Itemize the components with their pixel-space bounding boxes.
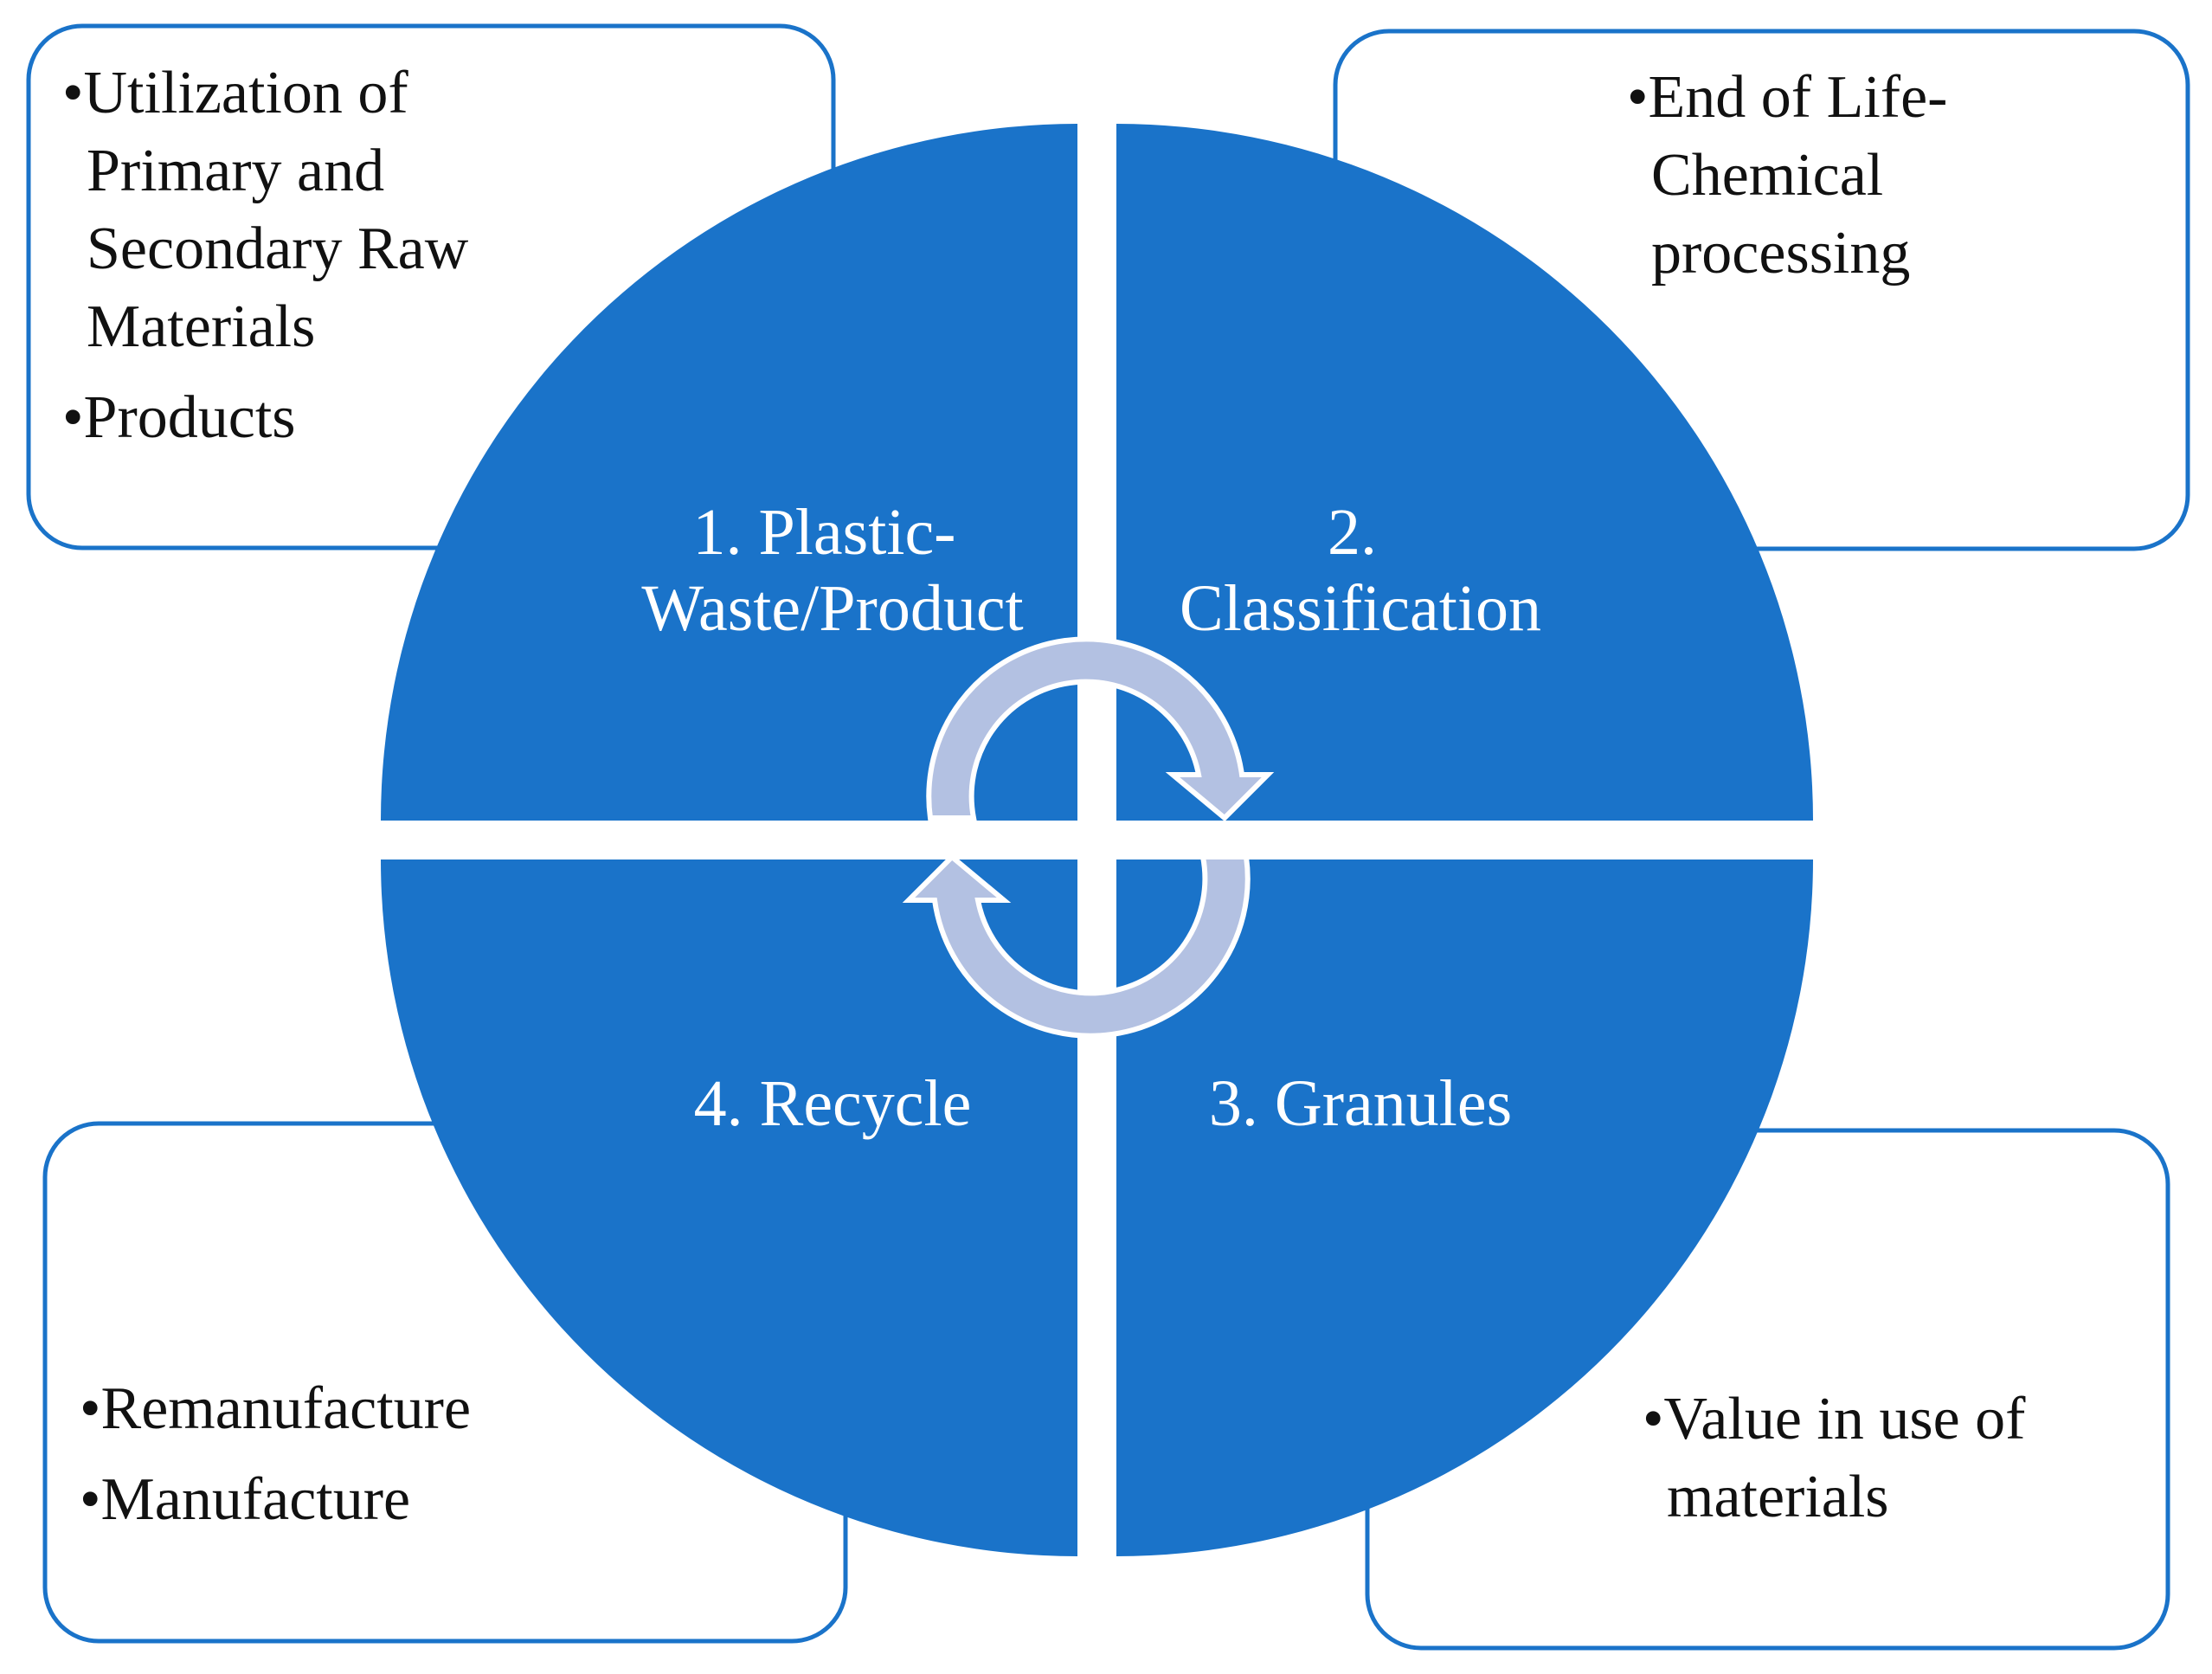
quadrant-3-label: 3. Granules — [1209, 1067, 1512, 1140]
quadrant-2-label: 2. Classification — [1180, 496, 1541, 645]
note-bottom-left-text: •Remanufacture •Manufacture — [80, 1375, 486, 1533]
note-top-left-text: •Utilization of Primary and Secondary Ra… — [62, 60, 484, 451]
note-bottom-right-text: •Value in use of materials — [1643, 1386, 2041, 1530]
cycle-arrow-top-icon — [926, 636, 1275, 822]
cycle-arrow-bottom-icon — [902, 853, 1251, 1039]
circular-arrows-icon — [902, 636, 1275, 1039]
quadrant-recycle — [381, 860, 1077, 1556]
quadrant-plastic-waste — [381, 124, 1077, 821]
note-top-right-text: •End of Life- Chemical processing — [1627, 64, 1963, 287]
quadrant-granules — [1116, 860, 1813, 1556]
quadrant-4-label: 4. Recycle — [694, 1067, 972, 1140]
quadrant-1-label: 1. Plastic- Waste/Product — [641, 496, 1023, 645]
quadrant-classification — [1116, 124, 1813, 821]
